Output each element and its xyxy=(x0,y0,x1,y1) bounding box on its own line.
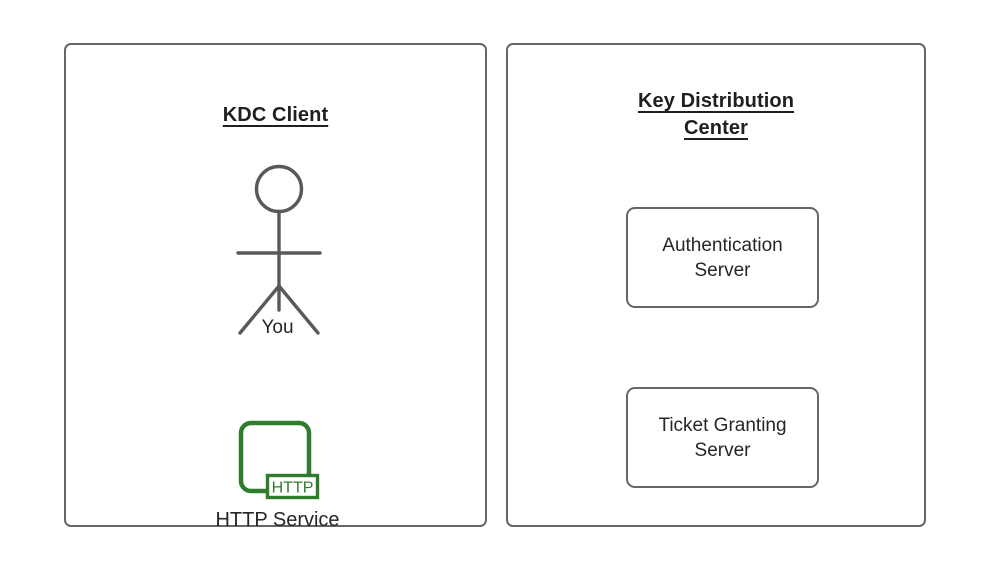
http-badge-text: HTTP xyxy=(271,480,313,497)
authentication-server-box[interactable]: Authentication Server xyxy=(626,207,819,308)
panel-kdc-client[interactable]: KDC Client You xyxy=(64,43,489,531)
actor-group[interactable]: You xyxy=(66,45,489,375)
authentication-server-label: Authentication Server xyxy=(662,234,783,281)
panel-title-line-2: Center xyxy=(684,117,748,139)
http-service-icon: HTTP xyxy=(238,420,320,502)
panel-key-distribution-center[interactable]: Key Distribution Center Authentication S… xyxy=(506,43,926,527)
ticket-granting-server-label: Ticket Granting Server xyxy=(658,414,787,461)
ticket-granting-server-box[interactable]: Ticket Granting Server xyxy=(626,387,819,488)
panel-title-line-1: Key Distribution xyxy=(637,90,795,112)
http-service-label: HTTP Service xyxy=(215,509,340,531)
panel-title-key-distribution-center: Key Distribution Center xyxy=(508,88,924,142)
panel-title-kdc-client: KDC Client xyxy=(222,104,329,126)
http-service-group[interactable]: HTTP HTTP Service xyxy=(66,375,489,531)
actor-label-you: You xyxy=(261,317,294,338)
stick-figure-icon xyxy=(221,160,336,335)
